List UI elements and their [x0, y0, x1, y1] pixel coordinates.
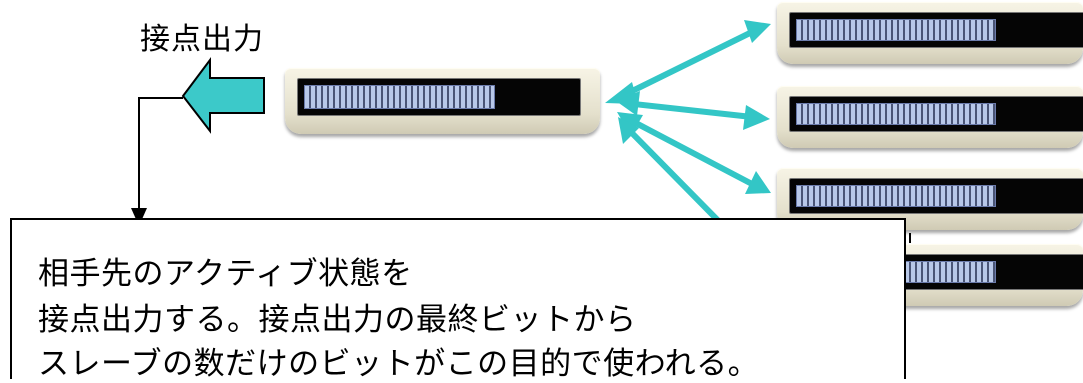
message-box: 相手先のアクティブ状態を 接点出力する。接点出力の最終ビットから スレーブの数だ…	[10, 218, 906, 382]
link-arrow-1	[605, 20, 771, 104]
slave-device-1-panel	[789, 12, 1083, 48]
slave-device-2	[777, 86, 1083, 148]
slave-device-1-leds	[796, 19, 996, 41]
master-device	[285, 68, 600, 134]
slave-device-2-panel	[789, 96, 1083, 132]
contact-output-label: 接点出力	[140, 22, 264, 57]
link-arrow-2	[616, 91, 770, 130]
message-line-1: 相手先のアクティブ状態を	[38, 256, 413, 292]
slave-device-3	[777, 168, 1083, 230]
slave-device-3-leds	[796, 185, 996, 207]
slave-device-3-panel	[789, 178, 1083, 214]
connector-line	[138, 97, 183, 220]
slave-device-2-leds	[796, 103, 996, 125]
slave-device-1	[777, 2, 1083, 64]
message-line-3: スレーブの数だけのビットがこの目的で使われる。	[38, 346, 760, 382]
connector-arrowhead	[131, 208, 147, 226]
contact-output-arrow	[181, 57, 265, 134]
master-device-panel	[297, 78, 581, 116]
link-arrows	[605, 20, 771, 269]
message-line-2: 接点出力する。接点出力の最終ビットから	[38, 302, 637, 338]
master-device-leds	[304, 85, 496, 109]
